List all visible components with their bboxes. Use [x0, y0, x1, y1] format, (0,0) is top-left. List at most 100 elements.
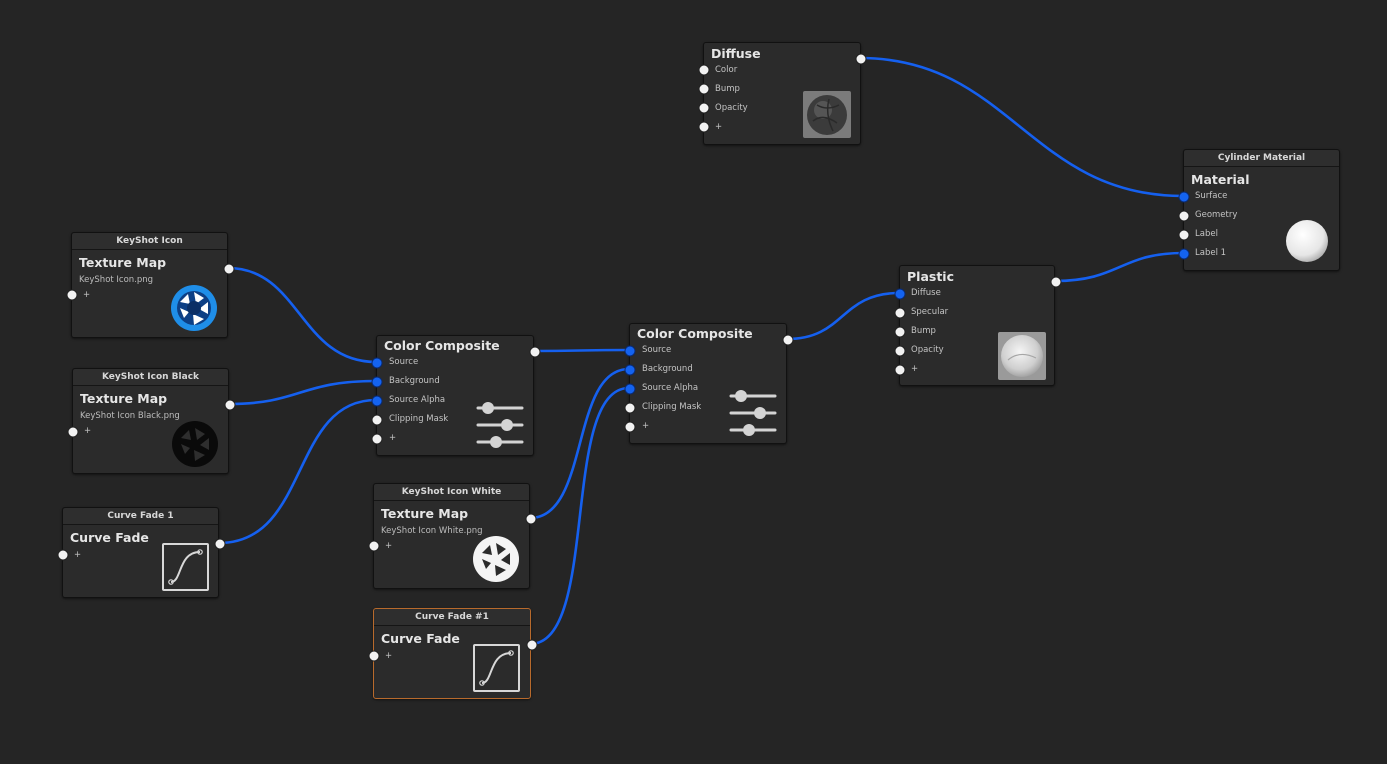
input-port-bump[interactable]: [698, 83, 710, 95]
port-label-source-alpha: Source Alpha: [642, 383, 699, 393]
output-port[interactable]: [782, 334, 794, 346]
input-port-opacity[interactable]: [698, 102, 710, 114]
port-label-add: +: [642, 421, 650, 431]
plastic-node[interactable]: Plastic Diffuse Specular Bump Opacity +: [894, 265, 1062, 386]
input-port-color[interactable]: [698, 64, 710, 76]
port-label-opacity: Opacity: [715, 103, 748, 113]
input-port-opacity[interactable]: [894, 345, 906, 357]
input-port-diffuse[interactable]: [894, 288, 906, 300]
curve-fade-2-node[interactable]: Curve Fade #1 Curve Fade +: [368, 608, 538, 699]
node-title: Plastic: [907, 269, 954, 284]
input-port-source[interactable]: [371, 357, 383, 369]
input-port-add[interactable]: [624, 421, 636, 433]
port-label-add: +: [389, 433, 397, 443]
input-port-add[interactable]: [698, 121, 710, 133]
node-header: Curve Fade 1: [63, 508, 218, 525]
wire-curvefade2-to-composite2: [528, 386, 631, 646]
node-header: Curve Fade #1: [374, 609, 530, 626]
port-label-color: Color: [715, 65, 738, 75]
curve-fade-1-node[interactable]: Curve Fade 1 Curve Fade +: [57, 507, 226, 598]
curve-icon: [162, 543, 209, 591]
node-title: Curve Fade: [381, 631, 460, 646]
sliders-icon: [476, 402, 524, 448]
input-port-label[interactable]: [1178, 229, 1190, 241]
output-port[interactable]: [1050, 276, 1062, 288]
input-port-surface[interactable]: [1178, 191, 1190, 203]
node-title: Texture Map: [80, 391, 168, 406]
port-label-clipping-mask: Clipping Mask: [642, 402, 702, 412]
node-title: Material: [1191, 172, 1250, 187]
input-port-background[interactable]: [371, 376, 383, 388]
diffuse-node[interactable]: Diffuse Color Bump Opacity +: [698, 42, 867, 145]
node-title: Texture Map: [79, 255, 167, 270]
node-filename: KeyShot Icon.png: [79, 275, 154, 285]
port-label-source: Source: [389, 357, 419, 367]
keyshot-icon-texture-node[interactable]: KeyShot Icon Texture Map KeyShot Icon.pn…: [66, 232, 235, 338]
keyshot-icon-white-texture-node[interactable]: KeyShot Icon White Texture Map KeyShot I…: [368, 483, 537, 589]
node-title: Color Composite: [384, 338, 500, 353]
port-label-add: +: [83, 290, 91, 300]
output-port[interactable]: [525, 513, 537, 525]
wire-diffuse-to-material: [858, 56, 1185, 198]
keyshot-logo-black-icon: [172, 421, 218, 467]
input-port-source-alpha[interactable]: [371, 395, 383, 407]
input-port-add[interactable]: [368, 540, 380, 552]
output-port[interactable]: [855, 53, 867, 65]
port-label-geometry: Geometry: [1195, 210, 1238, 220]
port-label-diffuse: Diffuse: [911, 288, 941, 298]
wire-composite1-to-composite2: [532, 348, 631, 353]
input-port-specular[interactable]: [894, 307, 906, 319]
port-label-surface: Surface: [1195, 191, 1228, 201]
input-port-add[interactable]: [66, 289, 78, 301]
wire-curvefade1-to-composite1: [217, 398, 378, 545]
wire-plastic-to-material: [1053, 251, 1185, 283]
wire-composite2-to-plastic: [785, 291, 901, 341]
wire-iconwhite-to-composite2: [528, 367, 631, 520]
input-port-background[interactable]: [624, 364, 636, 376]
input-port-clipping-mask[interactable]: [371, 414, 383, 426]
color-composite-1-node[interactable]: Color Composite Source Background Source…: [371, 335, 541, 456]
port-label-source-alpha: Source Alpha: [389, 395, 446, 405]
port-label-label: Label: [1195, 229, 1218, 239]
node-title: Curve Fade: [70, 530, 149, 545]
node-header: KeyShot Icon: [72, 233, 227, 250]
node-filename: KeyShot Icon Black.png: [80, 411, 180, 421]
port-label-background: Background: [642, 364, 693, 374]
node-header: Cylinder Material: [1184, 150, 1339, 167]
node-filename: KeyShot Icon White.png: [381, 526, 483, 536]
grey-sphere-thumbnail: [998, 332, 1046, 380]
input-port-add[interactable]: [368, 650, 380, 662]
sliders-icon: [729, 390, 777, 436]
port-label-add: +: [911, 364, 919, 374]
input-port-clipping-mask[interactable]: [624, 402, 636, 414]
color-composite-2-node[interactable]: Color Composite Source Background Source…: [624, 323, 794, 444]
keyshot-logo-blue-icon: [171, 285, 217, 331]
white-sphere-thumbnail: [1286, 220, 1328, 262]
keyshot-icon-black-texture-node[interactable]: KeyShot Icon Black Texture Map KeyShot I…: [67, 368, 236, 474]
cylinder-material-node[interactable]: Cylinder Material Material Surface Geome…: [1178, 149, 1340, 271]
output-port[interactable]: [214, 538, 226, 550]
port-label-label-1: Label 1: [1195, 248, 1227, 258]
input-port-source-alpha[interactable]: [624, 383, 636, 395]
input-port-add[interactable]: [894, 364, 906, 376]
input-port-source[interactable]: [624, 345, 636, 357]
input-port-bump[interactable]: [894, 326, 906, 338]
node-title: Texture Map: [381, 506, 469, 521]
node-title: Color Composite: [637, 326, 753, 341]
port-label-add: +: [74, 550, 82, 560]
output-port[interactable]: [526, 639, 538, 651]
node-title: Diffuse: [711, 46, 761, 61]
output-port[interactable]: [224, 399, 236, 411]
output-port[interactable]: [223, 263, 235, 275]
port-label-add: +: [715, 122, 723, 132]
input-port-add[interactable]: [67, 426, 79, 438]
node-header: KeyShot Icon White: [374, 484, 529, 501]
output-port[interactable]: [529, 346, 541, 358]
input-port-add[interactable]: [371, 433, 383, 445]
input-port-geometry[interactable]: [1178, 210, 1190, 222]
port-label-opacity: Opacity: [911, 345, 944, 355]
port-label-bump: Bump: [911, 326, 936, 336]
input-port-label-1[interactable]: [1178, 248, 1190, 260]
input-port-add[interactable]: [57, 549, 69, 561]
